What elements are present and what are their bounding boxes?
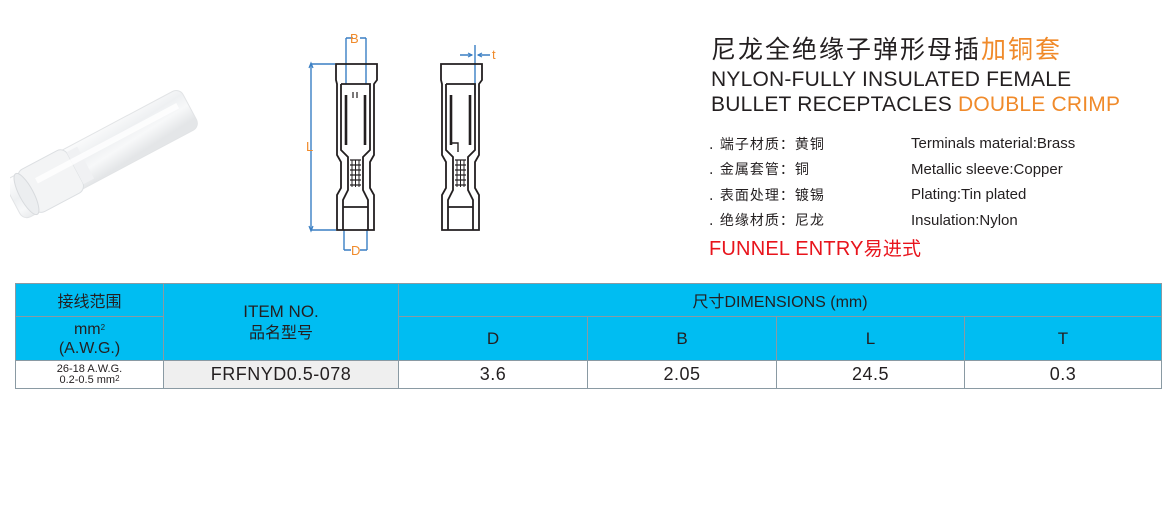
header-col-t: T (964, 316, 1162, 361)
cell-l: 24.5 (776, 360, 965, 389)
cell-wire-range: 26-18 A.W.G. 0.2-0.5 mm2 (15, 360, 164, 389)
spec-row-metallic-sleeve: . 金属套管：铜 Metallic sleeve:Copper (709, 157, 1075, 183)
title-chinese-accent: 加铜套 (981, 35, 1063, 64)
spec-label-cn: . 端子材质：黄铜 (709, 136, 825, 153)
cell-awg: 26-18 A.W.G. (56, 362, 123, 375)
spec-label-cn: . 绝缘材质：尼龙 (709, 213, 825, 230)
cell-mm2: 0.2-0.5 mm (59, 373, 116, 386)
product-title: 尼龙全绝缘子弹形母插加铜套 NYLON-FULLY INSULATED FEMA… (711, 33, 1120, 117)
feature-chinese: 易进式 (863, 238, 922, 260)
header-item-no: ITEM NO. 品名型号 (163, 283, 399, 361)
cell-d: 3.6 (398, 360, 588, 389)
cell-mm2-sup: 2 (115, 373, 120, 383)
feature-english: FUNNEL ENTRY (709, 238, 864, 260)
material-specs: . 端子材质：黄铜 Terminals material:Brass . 金属套… (709, 131, 1075, 261)
table-row: 26-18 A.W.G. 0.2-0.5 mm2 FRFNYD0.5-078 3… (15, 360, 1162, 389)
technical-drawing: B L D t (295, 25, 515, 265)
header-dimensions-cn: 尺寸 (692, 292, 725, 311)
title-english-main: BULLET RECEPTACLES (711, 93, 958, 116)
header-wire-range: 接线范围 (15, 283, 164, 317)
dimensions-table: 接线范围 ITEM NO. 品名型号 尺寸DIMENSIONS (mm) mm2… (15, 283, 1162, 389)
cell-b: 2.05 (587, 360, 777, 389)
cell-item-no: FRFNYD0.5-078 (163, 360, 399, 389)
spec-row-plating: . 表面处理：镀锡 Plating:Tin plated (709, 182, 1075, 208)
title-english-line2: BULLET RECEPTACLES DOUBLE CRIMP (711, 92, 1120, 117)
header-item-no-cn: 品名型号 (248, 323, 313, 342)
spec-label-en: Terminals material:Brass (911, 135, 1076, 153)
product-photo (5, 70, 200, 230)
cell-t: 0.3 (964, 360, 1162, 389)
title-chinese: 尼龙全绝缘子弹形母插加铜套 (711, 33, 1120, 67)
title-english-accent: DOUBLE CRIMP (957, 93, 1121, 116)
dimension-label-d: D (351, 243, 360, 258)
spec-label-en: Metallic sleeve:Copper (911, 160, 1063, 178)
title-english-line1: NYLON-FULLY INSULATED FEMALE (711, 68, 1072, 91)
header-unit: mm2 (A.W.G.) (15, 316, 164, 361)
header-col-b: B (587, 316, 777, 361)
dimension-label-t: t (492, 47, 496, 62)
spec-label-cn: . 金属套管：铜 (709, 162, 810, 179)
spec-row-insulation: . 绝缘材质：尼龙 Insulation:Nylon (709, 208, 1075, 234)
header-item-no-en: ITEM NO. (243, 302, 319, 321)
spec-label-en: Insulation:Nylon (911, 211, 1018, 229)
spec-row-terminal-material: . 端子材质：黄铜 Terminals material:Brass (709, 131, 1075, 157)
header-dimensions: 尺寸DIMENSIONS (mm) (398, 283, 1162, 317)
header-dimensions-en: DIMENSIONS (mm) (724, 294, 868, 311)
funnel-entry-feature: FUNNEL ENTRY易进式 (709, 234, 1075, 261)
title-chinese-main: 尼龙全绝缘子弹形母插 (711, 35, 982, 64)
header-col-l: L (776, 316, 965, 361)
header-col-d: D (398, 316, 588, 361)
spec-label-en: Plating:Tin plated (911, 186, 1027, 204)
spec-label-cn: . 表面处理：镀锡 (709, 187, 825, 204)
dimension-label-l: L (306, 139, 313, 154)
header-unit-sup: 2 (100, 322, 106, 332)
header-unit-awg: (A.W.G.) (58, 339, 121, 357)
header-unit-mm: mm (73, 320, 101, 338)
dimension-label-b: B (350, 31, 359, 46)
